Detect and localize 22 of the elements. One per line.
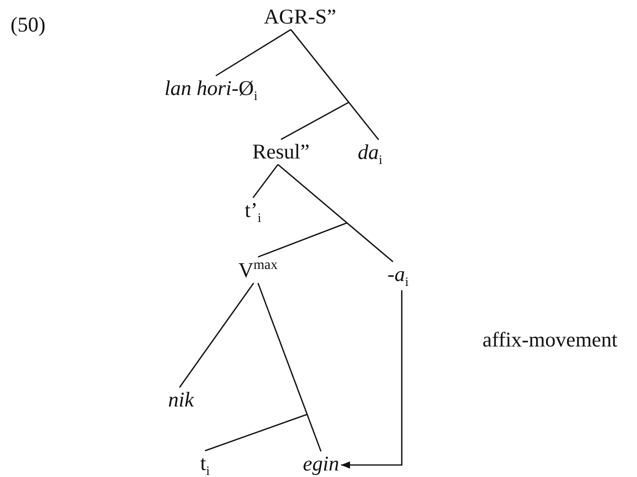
tree-node-label: AGR-S” [262, 4, 338, 30]
tree-branch [178, 282, 254, 388]
tree-node-label: Resul” [250, 139, 312, 165]
example-number: (50) [10, 12, 46, 38]
tree-branch [278, 164, 394, 262]
tree-node-label: nik [166, 387, 196, 413]
movement-arrow [341, 290, 402, 469]
tree-node-label: -a$_{i}$ [385, 262, 411, 290]
tree-branch [204, 414, 308, 452]
tree-node-label: t$_{i}$ [198, 450, 212, 477]
tree-node-label: egin [300, 451, 342, 477]
tree-branch [216, 29, 292, 76]
tree-node-label: lan hori-Ø$_{i}$ [162, 76, 260, 104]
tree-branch [280, 102, 350, 140]
tree-node-label: V$^{max}$ [236, 256, 280, 284]
tree-branch [257, 282, 322, 452]
tree-branch [258, 222, 348, 258]
tree-node-label: t’$_{i}$ [242, 198, 264, 226]
tree-node-label: da$_{i}$ [356, 140, 384, 168]
movement-label: affix-movement [482, 328, 618, 352]
tree-branch [252, 164, 278, 198]
tree-branch [290, 29, 380, 140]
